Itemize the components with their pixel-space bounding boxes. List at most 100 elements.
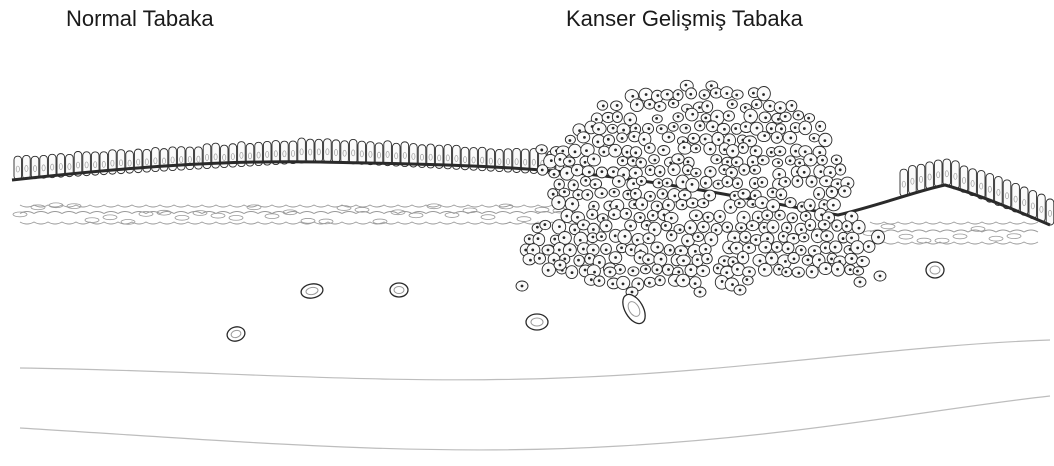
tumor-cell-nucleus <box>832 204 835 207</box>
tumor-cell-nucleus <box>584 269 587 272</box>
columnar-cell <box>306 139 314 162</box>
columnar-cell <box>289 141 297 164</box>
tumor-cell-nucleus <box>764 116 767 119</box>
tumor-cell-nucleus <box>583 136 586 139</box>
tumor-cell-nucleus <box>634 192 637 195</box>
tumor-cell-nucleus <box>703 202 706 205</box>
tumor-cell-nucleus <box>566 172 569 175</box>
tumor-cell-nucleus <box>538 257 541 260</box>
fiber-strand <box>20 205 580 207</box>
tumor-cell-nucleus <box>655 117 658 120</box>
tumor-cell-nucleus <box>779 107 782 110</box>
fibroblast <box>13 212 27 217</box>
tumor-cell-nucleus <box>629 119 632 122</box>
tumor-cell-nucleus <box>815 234 818 237</box>
invasive-cell-nucleus <box>859 281 862 284</box>
connective-tissue-lines <box>20 340 1050 450</box>
columnar-cell <box>367 142 375 165</box>
tumor-cell-nucleus <box>810 270 813 273</box>
columnar-cell <box>298 138 306 163</box>
fibroblast <box>229 215 243 220</box>
tumor-cell-nucleus <box>803 171 806 174</box>
tumor-cell-nucleus <box>639 216 642 219</box>
tumor-cell-nucleus <box>602 105 605 108</box>
tumor-cell-nucleus <box>699 124 702 127</box>
tumor-cell-nucleus <box>696 258 699 261</box>
tumor-cell-nucleus <box>779 194 782 197</box>
tumor-cell-nucleus <box>753 182 756 185</box>
tumor-cell-nucleus <box>634 172 637 175</box>
tumor-cell-nucleus <box>824 247 827 250</box>
tumor-cell-nucleus <box>541 169 544 172</box>
tumor-cell-nucleus <box>649 195 652 198</box>
tumor-cell-nucleus <box>634 151 637 154</box>
tumor-cell-nucleus <box>677 93 680 96</box>
columnar-cell <box>900 169 908 196</box>
tumor-cell-nucleus <box>808 224 811 227</box>
fibroblast <box>917 238 931 243</box>
tissue-layer-line <box>20 396 1050 450</box>
tumor-cell-nucleus <box>780 127 783 130</box>
tumor-cell-nucleus <box>647 146 650 149</box>
columnar-cell <box>40 155 48 178</box>
tumor-cell-nucleus <box>702 226 705 229</box>
tumor-cell-nucleus <box>588 171 591 174</box>
tumor-cell-nucleus <box>626 193 629 196</box>
tumor-cell-nucleus <box>673 125 676 128</box>
fiber-strand <box>870 242 1038 244</box>
tumor-cell-nucleus <box>596 140 599 143</box>
tumor-cell-nucleus <box>611 282 614 285</box>
columnar-cell <box>186 147 194 170</box>
tumor-cell-nucleus <box>686 240 689 243</box>
tumor-cell-nucleus <box>636 103 639 106</box>
tumor-cell-nucleus <box>679 249 682 252</box>
tumor-cell-nucleus <box>734 127 737 130</box>
tumor-cell-nucleus <box>850 215 853 218</box>
fibroblast <box>211 213 225 218</box>
tumor-cell-nucleus <box>594 183 597 186</box>
blood-vessel <box>526 314 548 330</box>
tumor-cell-nucleus <box>835 225 838 228</box>
tumor-cell-nucleus <box>717 138 720 141</box>
tumor-cell-nucleus <box>684 84 687 87</box>
tumor-cell-nucleus <box>809 158 812 161</box>
tumor-cell-nucleus <box>607 138 610 141</box>
columnar-cell <box>909 166 917 195</box>
tumor-cell-nucleus <box>742 169 745 172</box>
tumor-cell-nucleus <box>616 104 619 107</box>
tumor-cell-nucleus <box>584 161 587 164</box>
tumor-cell-cluster <box>516 80 886 297</box>
tumor-cell-nucleus <box>733 194 736 197</box>
tumor-cell-nucleus <box>726 92 729 95</box>
tumor-cell-nucleus <box>682 259 685 262</box>
tumor-cell-nucleus <box>689 226 692 229</box>
tumor-cell-nucleus <box>656 94 659 97</box>
tumor-cell-nucleus <box>537 237 540 240</box>
tumor-cell-nucleus <box>877 236 880 239</box>
tumor-cell-nucleus <box>672 168 675 171</box>
fibroblast <box>935 238 949 243</box>
columnar-cell <box>1038 194 1046 222</box>
columnar-cell <box>934 160 942 187</box>
tumor-cell-nucleus <box>836 182 839 185</box>
tumor-cell-nucleus <box>582 223 585 226</box>
tumor-cell-nucleus <box>612 170 615 173</box>
tumor-cell-nucleus <box>731 283 734 286</box>
tumor-cell-nucleus <box>550 159 553 162</box>
tumor-cell-nucleus <box>647 258 650 261</box>
blood-vessel <box>390 283 408 297</box>
tumor-cell-nucleus <box>819 170 822 173</box>
tumor-cell-nucleus <box>691 183 694 186</box>
tumor-cell-nucleus <box>823 203 826 206</box>
tumor-cell-nucleus <box>577 194 580 197</box>
tumor-cell-nucleus <box>704 182 707 185</box>
tumor-cell-nucleus <box>850 237 853 240</box>
tumor-cell-nucleus <box>741 256 744 259</box>
tumor-cell-nucleus <box>761 202 764 205</box>
tumor-cell-nucleus <box>647 127 650 130</box>
tumor-cell-nucleus <box>735 161 738 164</box>
columnar-cell <box>315 139 323 162</box>
tumor-cell-nucleus <box>778 173 781 176</box>
tumor-cell-nucleus <box>691 113 694 116</box>
tumor-cell-nucleus <box>800 249 803 252</box>
